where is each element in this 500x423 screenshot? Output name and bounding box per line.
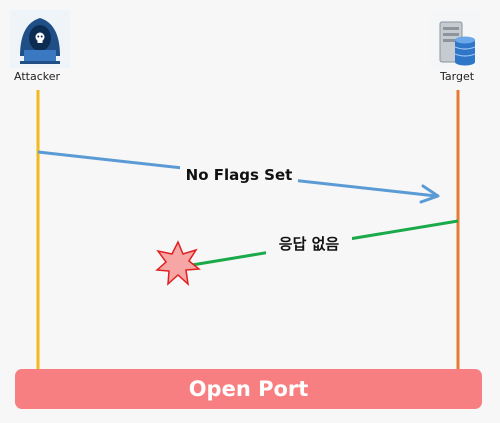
target-label: Target [440, 70, 475, 83]
hacker-icon [10, 10, 70, 68]
open-port-banner: Open Port [15, 369, 482, 409]
message-label: No Flags Set [186, 166, 293, 184]
message-no-response: 응답 없음 [191, 219, 459, 267]
explosion-icon [155, 240, 201, 286]
attacker-label: Attacker [14, 70, 61, 83]
server-database-icon [430, 10, 480, 68]
message-label: 응답 없음 [279, 235, 340, 253]
message-no-flags: No Flags Set [37, 150, 440, 204]
arrow-head-icon [419, 184, 440, 204]
